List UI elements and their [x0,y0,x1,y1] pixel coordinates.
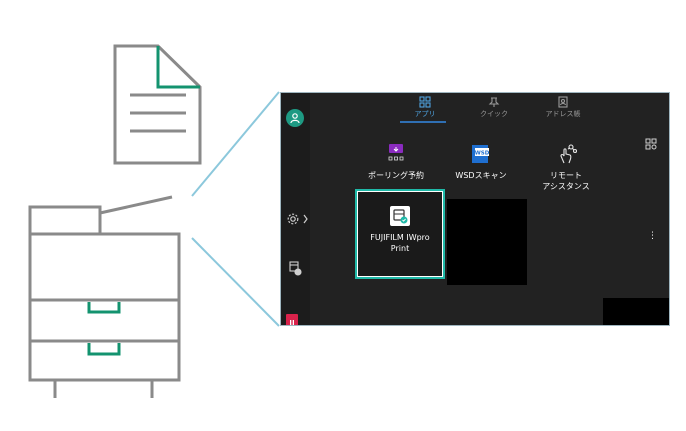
tab-address-book[interactable]: アドレス帳 [533,96,593,119]
tab-quick[interactable]: クイック [464,96,524,119]
tab-label: アドレス帳 [545,110,581,118]
zoom-line-top [191,91,280,197]
apps-grid-icon [419,96,431,108]
tab-label: クイック [480,110,508,118]
blank-app-tile [447,199,527,285]
multifunction-printer-icon [28,195,181,398]
control-panel-screen: アプリ クイック アドレス帳 ポーリング予約 [280,92,670,326]
more-options-icon[interactable]: ⋮ [648,231,657,241]
iwpro-print-icon [390,206,410,226]
app-wsd-scan[interactable]: WSD WSDスキャン [436,143,526,181]
tab-label: アプリ [414,110,436,118]
pin-icon [488,97,500,107]
remote-assistance-icon [560,144,577,164]
side-bar [281,93,310,325]
printer-info-icon[interactable] [288,260,302,276]
document-icon [113,44,202,165]
app-fujifilm-iwpro-print[interactable]: FUJIFILM IWpro Print [355,189,445,279]
app-settings-icon[interactable] [645,135,657,154]
polling-icon [388,144,404,161]
address-book-icon [558,96,568,108]
blank-area [603,298,669,325]
app-label: FUJIFILM IWpro Print [370,233,430,253]
tab-apps[interactable]: アプリ [395,96,455,119]
app-label: リモート アシスタンス [542,171,590,191]
user-avatar-icon[interactable] [286,109,304,127]
wsd-badge: WSD [475,151,490,157]
app-label: WSDスキャン [455,171,507,180]
active-tab-indicator [400,121,446,123]
app-remote-assistance[interactable]: リモート アシスタンス [521,143,611,192]
settings-icon[interactable] [287,211,311,225]
app-label: ポーリング予約 [368,171,424,180]
app-polling[interactable]: ポーリング予約 [351,143,441,181]
tab-bar: アプリ クイック アドレス帳 [310,93,669,123]
zoom-line-bottom [191,237,280,327]
wsd-scan-icon: WSD [472,145,490,163]
red-status-indicator[interactable] [286,314,298,325]
